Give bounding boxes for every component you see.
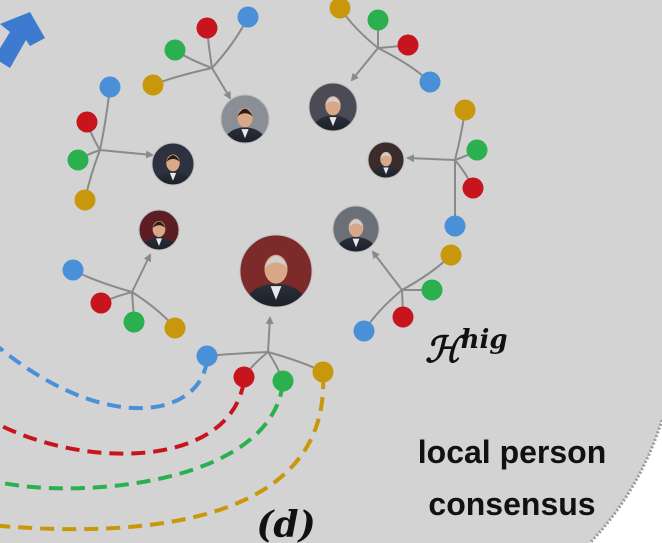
- caption-line-1: local person: [418, 434, 607, 470]
- node-low-left-red: [90, 292, 112, 314]
- person-photo-low-left: [138, 209, 180, 251]
- hypergraph-superscript: hig: [461, 325, 508, 355]
- arrow-to-mid-right: [406, 154, 456, 163]
- dashed-arc-blue: [0, 345, 209, 411]
- person-photo-low-right: [332, 205, 380, 253]
- dashed-connections: [0, 345, 326, 532]
- node-mid-left-gold: [74, 189, 96, 211]
- node-low-right-gold: [440, 244, 462, 266]
- node-center-gold: [312, 361, 334, 383]
- node-low-left-green: [123, 311, 145, 333]
- node-low-left-gold: [164, 317, 186, 339]
- arrow-to-center: [265, 316, 274, 353]
- node-mid-left-green: [67, 149, 89, 171]
- node-low-right-green: [421, 279, 443, 301]
- arrow-to-mid-left: [99, 149, 154, 159]
- node-mid-left-blue: [99, 76, 121, 98]
- node-mid-right-green: [466, 139, 488, 161]
- node-top-right-gold: [329, 0, 351, 19]
- person-photo-center: [239, 234, 313, 308]
- node-low-left-blue: [62, 259, 84, 281]
- person-photo-mid-left: [151, 142, 195, 186]
- arrow-to-top-right: [350, 47, 379, 82]
- node-top-left-gold: [142, 74, 164, 96]
- corner-arrow-icon: [0, 12, 45, 68]
- node-top-left-blue: [237, 6, 259, 28]
- hypergraph-symbol: ℋ: [425, 329, 467, 371]
- person-photos: [138, 82, 405, 308]
- node-top-right-green: [367, 9, 389, 31]
- dashed-arc-gold: [0, 374, 326, 532]
- node-center-red: [233, 366, 255, 388]
- node-mid-right-gold: [454, 99, 476, 121]
- node-low-right-red: [392, 306, 414, 328]
- arrow-to-low-left: [131, 253, 151, 293]
- hypergraph-label: ℋhig: [425, 325, 508, 371]
- subfigure-label: (d): [256, 504, 315, 543]
- node-top-left-red: [196, 17, 218, 39]
- node-top-right-blue: [419, 71, 441, 93]
- caption-line-2: consensus: [428, 486, 595, 522]
- node-mid-right-red: [462, 177, 484, 199]
- panel-dotted-edge: [588, 419, 662, 543]
- person-photo-top-left: [220, 94, 270, 144]
- node-mid-left-red: [76, 111, 98, 133]
- cluster-nodes: [62, 0, 488, 392]
- arrow-to-low-right: [371, 250, 403, 291]
- arrow-to-top-left: [211, 67, 232, 100]
- node-mid-right-blue: [444, 215, 466, 237]
- node-center-green: [272, 370, 294, 392]
- node-center-blue: [196, 345, 218, 367]
- node-low-right-blue: [353, 320, 375, 342]
- person-photo-mid-right: [367, 141, 405, 179]
- person-photo-top-right: [308, 82, 358, 132]
- dashed-arc-red: [0, 380, 246, 456]
- node-top-right-red: [397, 34, 419, 56]
- node-top-left-green: [164, 39, 186, 61]
